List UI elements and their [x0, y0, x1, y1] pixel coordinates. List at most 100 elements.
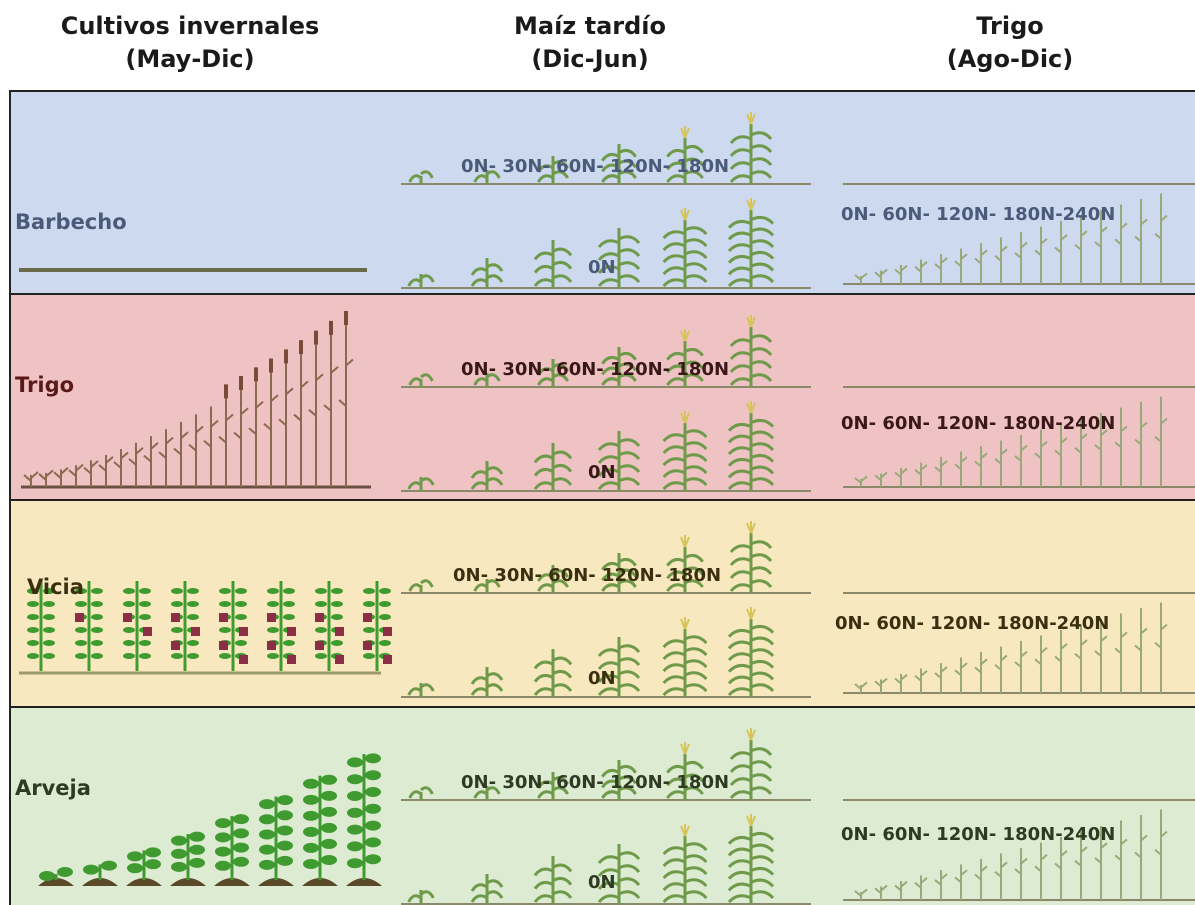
vetch-leaflet	[267, 601, 279, 607]
vetch-leaflet	[43, 601, 55, 607]
maize-leaf	[599, 650, 619, 656]
maize-leaf	[731, 379, 751, 385]
maize-leaf	[731, 546, 751, 552]
maize-tassel	[747, 728, 755, 740]
wheat-cover-spike	[284, 349, 288, 363]
maize-leaf	[751, 626, 773, 632]
pea-leaf	[365, 770, 381, 780]
maize-leaf	[553, 452, 571, 458]
maize-tassel	[747, 521, 755, 533]
pea-leaf	[259, 814, 275, 824]
maize-leaf	[535, 266, 553, 272]
maize-leaf	[729, 436, 751, 442]
maize-leaf	[619, 440, 639, 446]
maize-leaf	[619, 892, 639, 898]
maize-leaf	[421, 788, 432, 794]
maize-leaf	[535, 896, 553, 902]
vetch-leaflet	[187, 640, 199, 646]
vetch-leaflet	[91, 640, 103, 646]
pea-leaf	[347, 825, 363, 835]
maize-tassel	[747, 112, 755, 124]
maize-leaf	[731, 340, 751, 346]
vetch-leaflet	[91, 627, 103, 633]
pea-leaf	[215, 861, 231, 871]
maize-leaf	[535, 469, 553, 475]
maize-leaf	[731, 753, 751, 759]
maize-leaf	[472, 269, 487, 275]
vetch-leaflet	[267, 653, 279, 659]
maize-leaf	[731, 137, 751, 143]
maize-leaf	[751, 362, 771, 368]
maize-leaf	[731, 150, 751, 156]
row-vicia: Vicia 0N- 30N- 60N- 120N- 180N 0N 0N- 60…	[11, 501, 1195, 708]
pea-leaf	[347, 858, 363, 868]
maize-leaf	[751, 133, 771, 139]
maize-leaf	[664, 280, 685, 286]
maize-leaf	[619, 672, 639, 678]
pea-leaf	[171, 862, 187, 872]
maize-leaf	[553, 671, 571, 677]
maize-leaf	[599, 280, 619, 286]
header-wheat-period: (Ago-Dic)	[860, 43, 1160, 76]
pea-leaf	[347, 791, 363, 801]
vetch-leaflet	[171, 653, 183, 659]
maize-leaf	[685, 146, 703, 152]
maize-leaf	[729, 256, 751, 262]
vetch-leaflet	[267, 627, 279, 633]
vetch-leaflet	[171, 627, 183, 633]
maize-leaf	[685, 264, 706, 270]
maize-leaf	[729, 424, 751, 430]
maize-leaf	[409, 483, 421, 489]
maize-leaf	[751, 336, 771, 342]
maize-leaf	[751, 420, 773, 426]
maize-leaf	[619, 659, 639, 665]
vetch-flower	[143, 627, 152, 636]
maize-leaf	[751, 241, 773, 247]
maize-leaf	[751, 833, 773, 839]
maize-leaf	[619, 466, 639, 472]
maize-leaf	[751, 252, 773, 258]
maize-top-doses: 0N- 30N- 60N- 120N- 180N	[453, 565, 721, 586]
maize-leaf	[664, 232, 685, 238]
maize-leaf	[685, 880, 706, 886]
maize-leaf	[685, 276, 706, 282]
pea-leaf	[303, 843, 319, 853]
maize-leaf	[421, 276, 433, 282]
maize-leaf	[685, 252, 706, 258]
pea-leaf	[321, 807, 337, 817]
maize-leaf	[685, 762, 703, 768]
vetch-leaflet	[43, 614, 55, 620]
maize-leaf	[751, 868, 773, 874]
maize-leaf	[751, 673, 773, 679]
maize-leaf	[664, 459, 685, 465]
maize-leaf	[599, 483, 619, 489]
header-cover-crops-title: Cultivos invernales	[40, 10, 340, 43]
maize-tassel	[747, 315, 755, 327]
maize-leaf	[685, 637, 706, 643]
maize-top-doses: 0N- 30N- 60N- 120N- 180N	[461, 156, 729, 177]
maize-leaf	[729, 884, 751, 890]
pea-leaf	[145, 847, 161, 857]
pea-leaf	[277, 795, 293, 805]
maize-leaf	[664, 860, 685, 866]
maize-leaf	[664, 653, 685, 659]
maize-leaf	[421, 479, 433, 485]
vetch-leaflet	[27, 627, 39, 633]
maize-leaf	[472, 472, 487, 478]
maize-leaf	[685, 685, 706, 691]
pea-leaf	[233, 857, 249, 867]
vetch-leaflet	[331, 640, 343, 646]
vetch-flower	[239, 655, 248, 664]
maize-leaf	[729, 837, 751, 843]
vetch-leaflet	[27, 601, 39, 607]
vetch-leaflet	[267, 588, 279, 594]
header-late-maize: Maíz tardío (Dic-Jun)	[440, 10, 740, 76]
maize-leaf	[664, 641, 685, 647]
pea-leaf	[277, 841, 293, 851]
pea-leaf	[259, 845, 275, 855]
maize-leaf	[751, 661, 773, 667]
maize-leaf	[729, 849, 751, 855]
maize-leaf	[619, 276, 639, 282]
vetch-leaflet	[75, 653, 87, 659]
maize-leaf	[619, 853, 639, 859]
